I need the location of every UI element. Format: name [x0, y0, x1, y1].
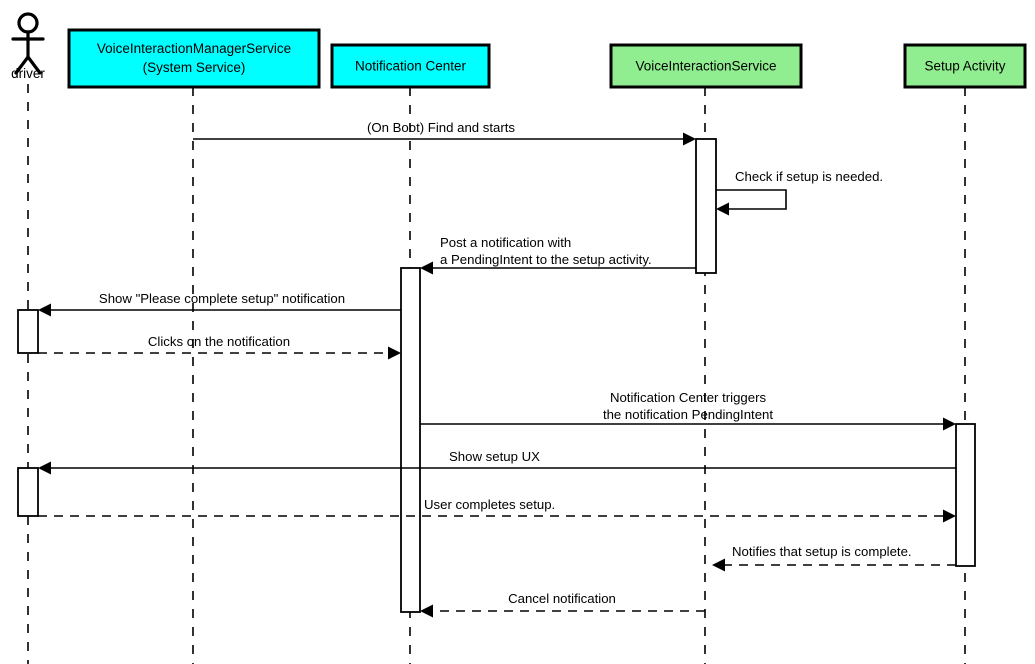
participant-sublabel-vims: (System Service) — [143, 60, 246, 75]
participant-vims[interactable]: VoiceInteractionManagerService (System Se… — [67, 28, 321, 89]
message-arrowhead-m1 — [683, 132, 696, 146]
message-arrowhead-m7 — [38, 461, 51, 475]
participant-label-voice_interaction_service: VoiceInteractionService — [635, 59, 776, 74]
participant-box-voice_interaction_service[interactable] — [609, 43, 803, 89]
message-arrowhead-m9 — [712, 558, 725, 572]
activation-bar-driver — [17, 467, 39, 517]
participant-driver[interactable]: driver — [11, 12, 45, 81]
message-label-m8: User completes setup. — [424, 497, 555, 512]
message-label-m2: Check if setup is needed. — [735, 169, 883, 184]
participant-box-notification_center[interactable] — [330, 43, 491, 89]
message-label-m3: a PendingIntent to the setup activity. — [440, 252, 652, 267]
message-arrowhead-m3 — [420, 261, 433, 275]
participant-notification_center[interactable]: Notification Center — [330, 43, 491, 89]
message-arrowhead-m10 — [420, 604, 433, 618]
message-label-m3: Post a notification with — [440, 235, 571, 250]
participant-label-notification_center: Notification Center — [355, 59, 467, 74]
message-self-line-m2 — [716, 189, 787, 210]
participant-label-vims: VoiceInteractionManagerService — [97, 41, 291, 56]
actor-right-leg-icon — [26, 55, 42, 75]
message-arrowhead-m2 — [716, 202, 729, 216]
message-m3[interactable]: Post a notification with a PendingIntent … — [420, 235, 696, 275]
message-label-m4: Show "Please complete setup" notificatio… — [99, 291, 345, 306]
message-label-m6: Notification Center triggers — [610, 390, 767, 405]
message-arrowhead-m8 — [943, 509, 956, 523]
activation-bar-notification_center — [400, 267, 421, 613]
activation-bar-driver — [17, 309, 39, 354]
message-arrowhead-m4 — [38, 303, 51, 317]
message-arrowhead-m6 — [943, 417, 956, 431]
participant-voice_interaction_service[interactable]: VoiceInteractionService — [609, 43, 803, 89]
message-m7[interactable]: Show setup UX — [38, 449, 956, 475]
actor-head-icon — [17, 12, 39, 34]
message-arrowhead-m5 — [388, 346, 401, 360]
activation-bar-voice_interaction_service — [695, 138, 717, 274]
message-m8[interactable]: User completes setup. — [38, 497, 956, 523]
message-label-m7: Show setup UX — [449, 449, 540, 464]
message-m9[interactable]: Notifies that setup is complete. — [712, 544, 956, 572]
message-m1[interactable]: (On Boot) Find and starts — [193, 120, 696, 146]
participant-setup_activity[interactable]: Setup Activity — [903, 43, 1027, 89]
participants-layer: driver VoiceInteractionManagerService (Sys… — [11, 12, 1027, 89]
message-m2[interactable]: Check if setup is needed. — [716, 169, 883, 216]
participant-box-setup_activity[interactable] — [903, 43, 1027, 89]
message-m5[interactable]: Clicks on the notification — [38, 334, 401, 360]
message-m10[interactable]: Cancel notification — [420, 591, 705, 618]
participant-label-driver: driver — [11, 66, 45, 81]
message-label-m5: Clicks on the notification — [148, 334, 290, 349]
actor-left-leg-icon — [14, 55, 30, 75]
message-label-m9: Notifies that setup is complete. — [732, 544, 912, 559]
activation-bar-setup_activity — [955, 423, 976, 567]
participant-label-setup_activity: Setup Activity — [924, 59, 1005, 74]
message-m6[interactable]: Notification Center triggers the notifica… — [420, 390, 956, 431]
participant-box-vims[interactable] — [67, 28, 321, 89]
message-label-m1: (On Boot) Find and starts — [367, 120, 515, 135]
message-label-m6: the notification PendingIntent — [603, 407, 773, 422]
message-m4[interactable]: Show "Please complete setup" notificatio… — [38, 291, 401, 317]
activation-bars-layer — [17, 138, 976, 613]
message-label-m10: Cancel notification — [508, 591, 616, 606]
